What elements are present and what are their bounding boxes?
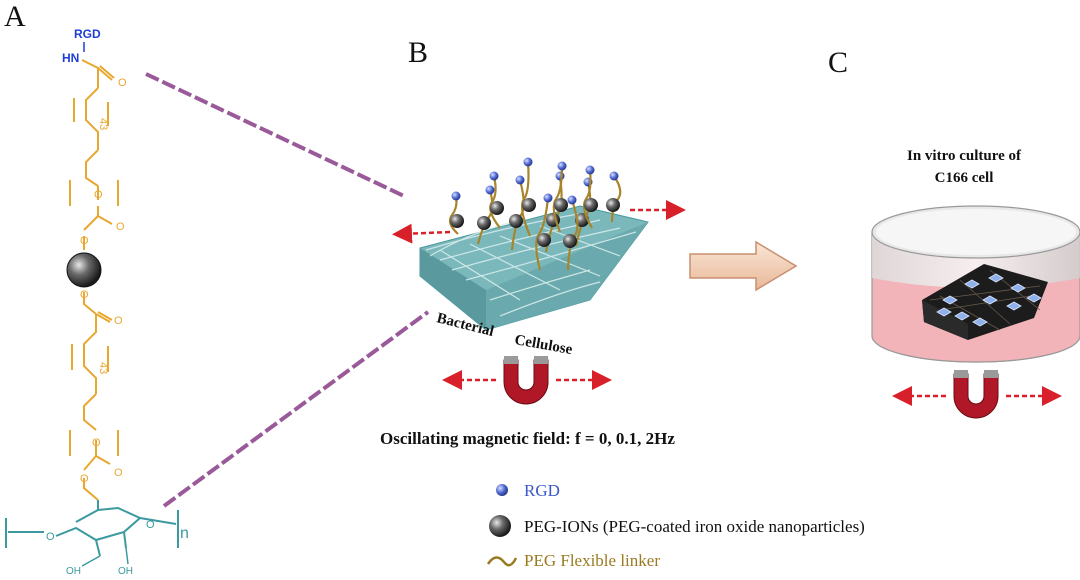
panel-letter-c: C — [828, 46, 849, 79]
nanoparticle-icon — [489, 515, 511, 537]
linker-group — [448, 157, 622, 271]
rgd-bead — [567, 195, 577, 205]
cell-marker — [964, 279, 980, 289]
field-caption: Oscillating magnetic field: f = 0, 0.1, … — [380, 429, 675, 448]
nanoparticle — [509, 214, 523, 228]
nanoparticle-icon — [66, 252, 102, 288]
cell-group — [936, 273, 1042, 327]
oxygen-label: O — [146, 519, 155, 531]
legend-label-linker: PEG Flexible linker — [524, 551, 660, 570]
cellulose-ring — [5, 500, 179, 557]
oxygen-label: O — [116, 221, 125, 233]
rgd-bead — [489, 171, 499, 181]
oxygen-label: O — [118, 77, 127, 89]
nanoparticle — [490, 201, 504, 215]
magnet-icon — [503, 356, 549, 405]
peg-linker — [610, 175, 622, 223]
oxygen-label: O — [92, 437, 101, 449]
rgd-bead — [585, 165, 595, 175]
panel-letter-b: B — [408, 36, 429, 69]
zoom-connector-top — [145, 72, 405, 198]
peg-linker — [574, 181, 592, 247]
nanoparticle — [584, 198, 598, 212]
legend-label-ions: PEG-IONs (PEG-coated iron oxide nanopart… — [524, 517, 865, 536]
peg-linker — [552, 165, 564, 233]
oscillation-arrow-left — [392, 223, 451, 244]
peg-linker — [520, 161, 532, 237]
culture-title-line2: C166 cell — [935, 170, 994, 186]
nanoparticle — [563, 234, 577, 248]
process-arrow-icon — [689, 240, 798, 292]
legend-label-rgd: RGD — [524, 481, 560, 500]
nanoparticle — [606, 198, 620, 212]
rgd-bead — [555, 171, 565, 181]
cell-marker — [1010, 283, 1026, 293]
magnet-icon — [953, 370, 999, 419]
linker-wave-icon — [486, 556, 518, 567]
rgd-bead — [515, 175, 525, 185]
culture-dish — [871, 205, 1080, 363]
rgd-bead — [557, 161, 567, 171]
peg-linker — [535, 197, 550, 271]
cell-marker — [1026, 293, 1042, 303]
cell-marker — [988, 273, 1004, 283]
nanoparticle — [477, 216, 491, 230]
panel-letter-a: A — [4, 0, 26, 33]
cell-marker — [1006, 301, 1022, 311]
chemical-structure: RGD HN — [5, 27, 189, 577]
oxygen-label: O — [114, 467, 123, 479]
peg-linker — [566, 199, 579, 271]
oxygen-label: O — [80, 235, 89, 247]
hn-group-label: HN — [62, 51, 79, 65]
cell-marker — [936, 307, 952, 317]
oxygen-label: O — [46, 531, 55, 543]
nanoparticle — [522, 198, 536, 212]
rgd-bead — [543, 193, 553, 203]
bacterial-cellulose-scaffold — [419, 157, 649, 331]
rgd-bead — [609, 171, 619, 181]
cell-marker — [982, 295, 998, 305]
hydroxyl-label: OH — [118, 566, 133, 577]
peg-linker — [510, 179, 525, 251]
peg-linker — [489, 175, 501, 229]
rgd-bead-icon — [496, 484, 508, 496]
repeat-count-top: 43 — [97, 118, 109, 130]
rgd-bead — [485, 185, 495, 195]
hydroxyl-label: OH — [66, 566, 81, 577]
rgd-group-label: RGD — [74, 27, 101, 41]
cell-marker — [942, 295, 958, 305]
polymer-subscript: n — [180, 525, 189, 542]
rgd-bead — [523, 157, 533, 167]
nanoparticle — [450, 214, 464, 228]
oxygen-label: O — [94, 189, 103, 201]
oxygen-label: O — [80, 473, 89, 485]
legend: RGD PEG-IONs (PEG-coated iron oxide nano… — [486, 481, 865, 570]
zoom-connector-bottom — [162, 310, 430, 508]
nanoparticle — [554, 198, 568, 212]
cell-marker — [972, 317, 988, 327]
rgd-bead — [451, 191, 461, 201]
peg-linker — [582, 169, 593, 229]
oxygen-label: O — [114, 315, 123, 327]
oxygen-label: O — [80, 289, 89, 301]
cell-marker — [954, 311, 970, 321]
peg-linker — [448, 195, 459, 235]
repeat-count-bottom: 43 — [97, 362, 109, 374]
nanoparticle — [537, 233, 551, 247]
scaffold-label-word2: Cellulose — [513, 332, 574, 358]
culture-title-line1: In vitro culture of — [907, 148, 1022, 164]
